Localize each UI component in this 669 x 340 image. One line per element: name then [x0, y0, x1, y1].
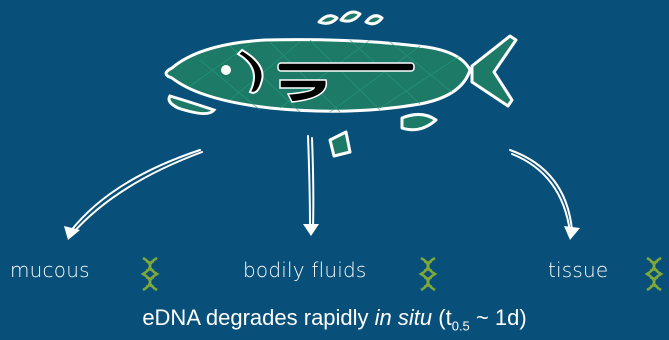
caption-open: (t [432, 305, 452, 330]
caption-prefix: eDNA degrades rapidly [142, 305, 374, 330]
fish-eye [221, 65, 231, 75]
ventral-fins [330, 114, 436, 156]
fish-jaw [169, 96, 214, 114]
source-label-tissue: tissue [548, 258, 608, 282]
fish-body [166, 40, 470, 112]
dorsal-fins [319, 12, 382, 24]
caption-subscript: 0.5 [452, 318, 470, 333]
arrow-to-mucous [70, 150, 202, 234]
source-label-mucous: mucous [10, 258, 90, 282]
dna-icon [418, 256, 438, 292]
dna-icon [644, 256, 664, 292]
arrows [70, 136, 572, 234]
source-label-bodily-fluids: bodily fluids [243, 258, 366, 282]
arrowheads [64, 224, 580, 240]
dna-icon [140, 256, 160, 292]
caption-suffix: ~ 1d) [470, 305, 527, 330]
caption-emphasis: in situ [375, 305, 432, 330]
caption: eDNA degrades rapidly in situ (t0.5 ~ 1d… [0, 305, 669, 333]
tail-fin [472, 36, 516, 106]
fish-lateral-line [278, 63, 414, 71]
arrow-to-tissue [510, 150, 572, 232]
arrow-to-fluids [308, 136, 313, 228]
